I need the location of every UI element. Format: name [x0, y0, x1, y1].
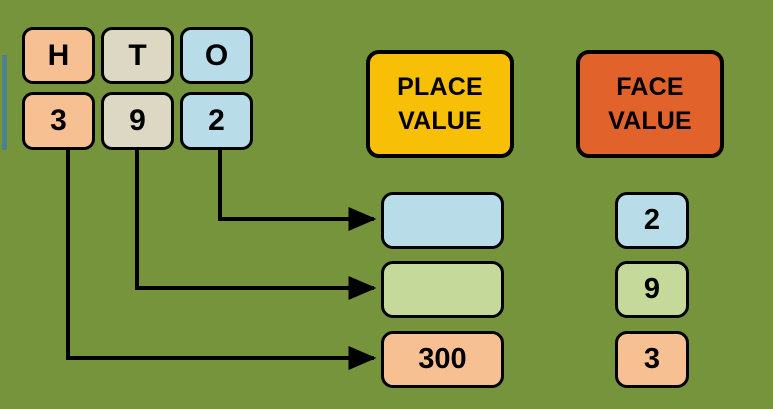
connector-hundreds-to-place-box [66, 150, 377, 370]
place-chart-header-tens: T [101, 27, 174, 84]
left-edge-strip [2, 55, 7, 150]
connector-ones-to-place-box [218, 150, 377, 231]
place-chart-header-tens-label: T [128, 38, 147, 72]
place-chart-header-ones-label: O [204, 38, 229, 72]
place-chart-digit-ones: 2 [180, 92, 253, 150]
place-chart-header-hundreds-label: H [47, 38, 70, 72]
place-value-box-tens [381, 261, 504, 318]
place-chart-digit-hundreds-label: 3 [50, 104, 67, 137]
face-value-banner-line2: VALUE [608, 106, 692, 135]
face-value-box-hundreds: 3 [615, 331, 689, 388]
face-value-box-ones: 2 [615, 192, 689, 249]
place-value-banner-line2: VALUE [398, 106, 482, 135]
place-value-box-hundreds-label: 300 [418, 343, 467, 375]
place-chart-digit-tens: 9 [101, 92, 174, 150]
place-value-box-ones [381, 192, 504, 249]
face-value-box-hundreds-label: 3 [643, 343, 661, 375]
place-chart-header-ones: O [180, 27, 253, 84]
face-value-banner: FACE VALUE [576, 50, 724, 158]
face-value-box-ones-label: 2 [643, 204, 661, 236]
place-chart-header-hundreds: H [22, 27, 95, 84]
face-value-box-tens: 9 [615, 261, 689, 318]
place-value-box-hundreds: 300 [381, 331, 504, 388]
place-chart-digit-hundreds: 3 [22, 92, 95, 150]
connector-tens-to-place-box [135, 150, 377, 300]
place-chart-digit-tens-label: 9 [129, 104, 146, 137]
face-value-box-tens-label: 9 [643, 273, 661, 305]
place-value-banner-line1: PLACE [397, 72, 483, 101]
face-value-banner-line1: FACE [616, 72, 684, 101]
place-value-banner: PLACE VALUE [366, 50, 514, 158]
place-chart-digit-ones-label: 2 [208, 104, 225, 137]
